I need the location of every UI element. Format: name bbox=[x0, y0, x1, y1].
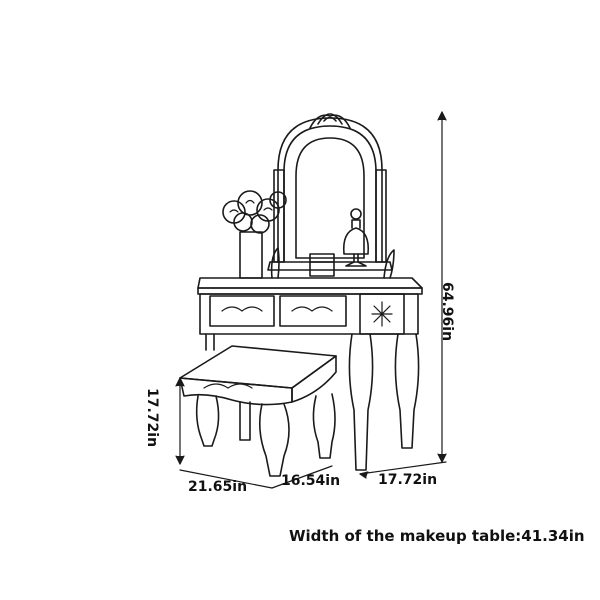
caption-label: Width of the makeup table: bbox=[289, 527, 522, 545]
perfume-bottle bbox=[342, 208, 370, 267]
stool-depth-label: 16.54in bbox=[281, 473, 341, 489]
mirror bbox=[267, 113, 393, 271]
total-height-label: 64.96in bbox=[439, 282, 455, 342]
vanity-table bbox=[197, 277, 423, 471]
stool bbox=[179, 345, 337, 477]
caption-value: 41.34in bbox=[521, 527, 585, 545]
table-width-caption: Width of the makeup table:41.34in bbox=[289, 527, 585, 545]
decor-ornaments bbox=[270, 247, 395, 279]
table-depth-label: 17.72in bbox=[378, 472, 438, 488]
dimension-lines bbox=[175, 111, 447, 489]
stool-height-label: 17.72in bbox=[144, 388, 160, 448]
stool-width-label: 21.65in bbox=[188, 479, 248, 495]
flower-vase bbox=[222, 190, 287, 279]
jewelry-box bbox=[309, 253, 335, 277]
